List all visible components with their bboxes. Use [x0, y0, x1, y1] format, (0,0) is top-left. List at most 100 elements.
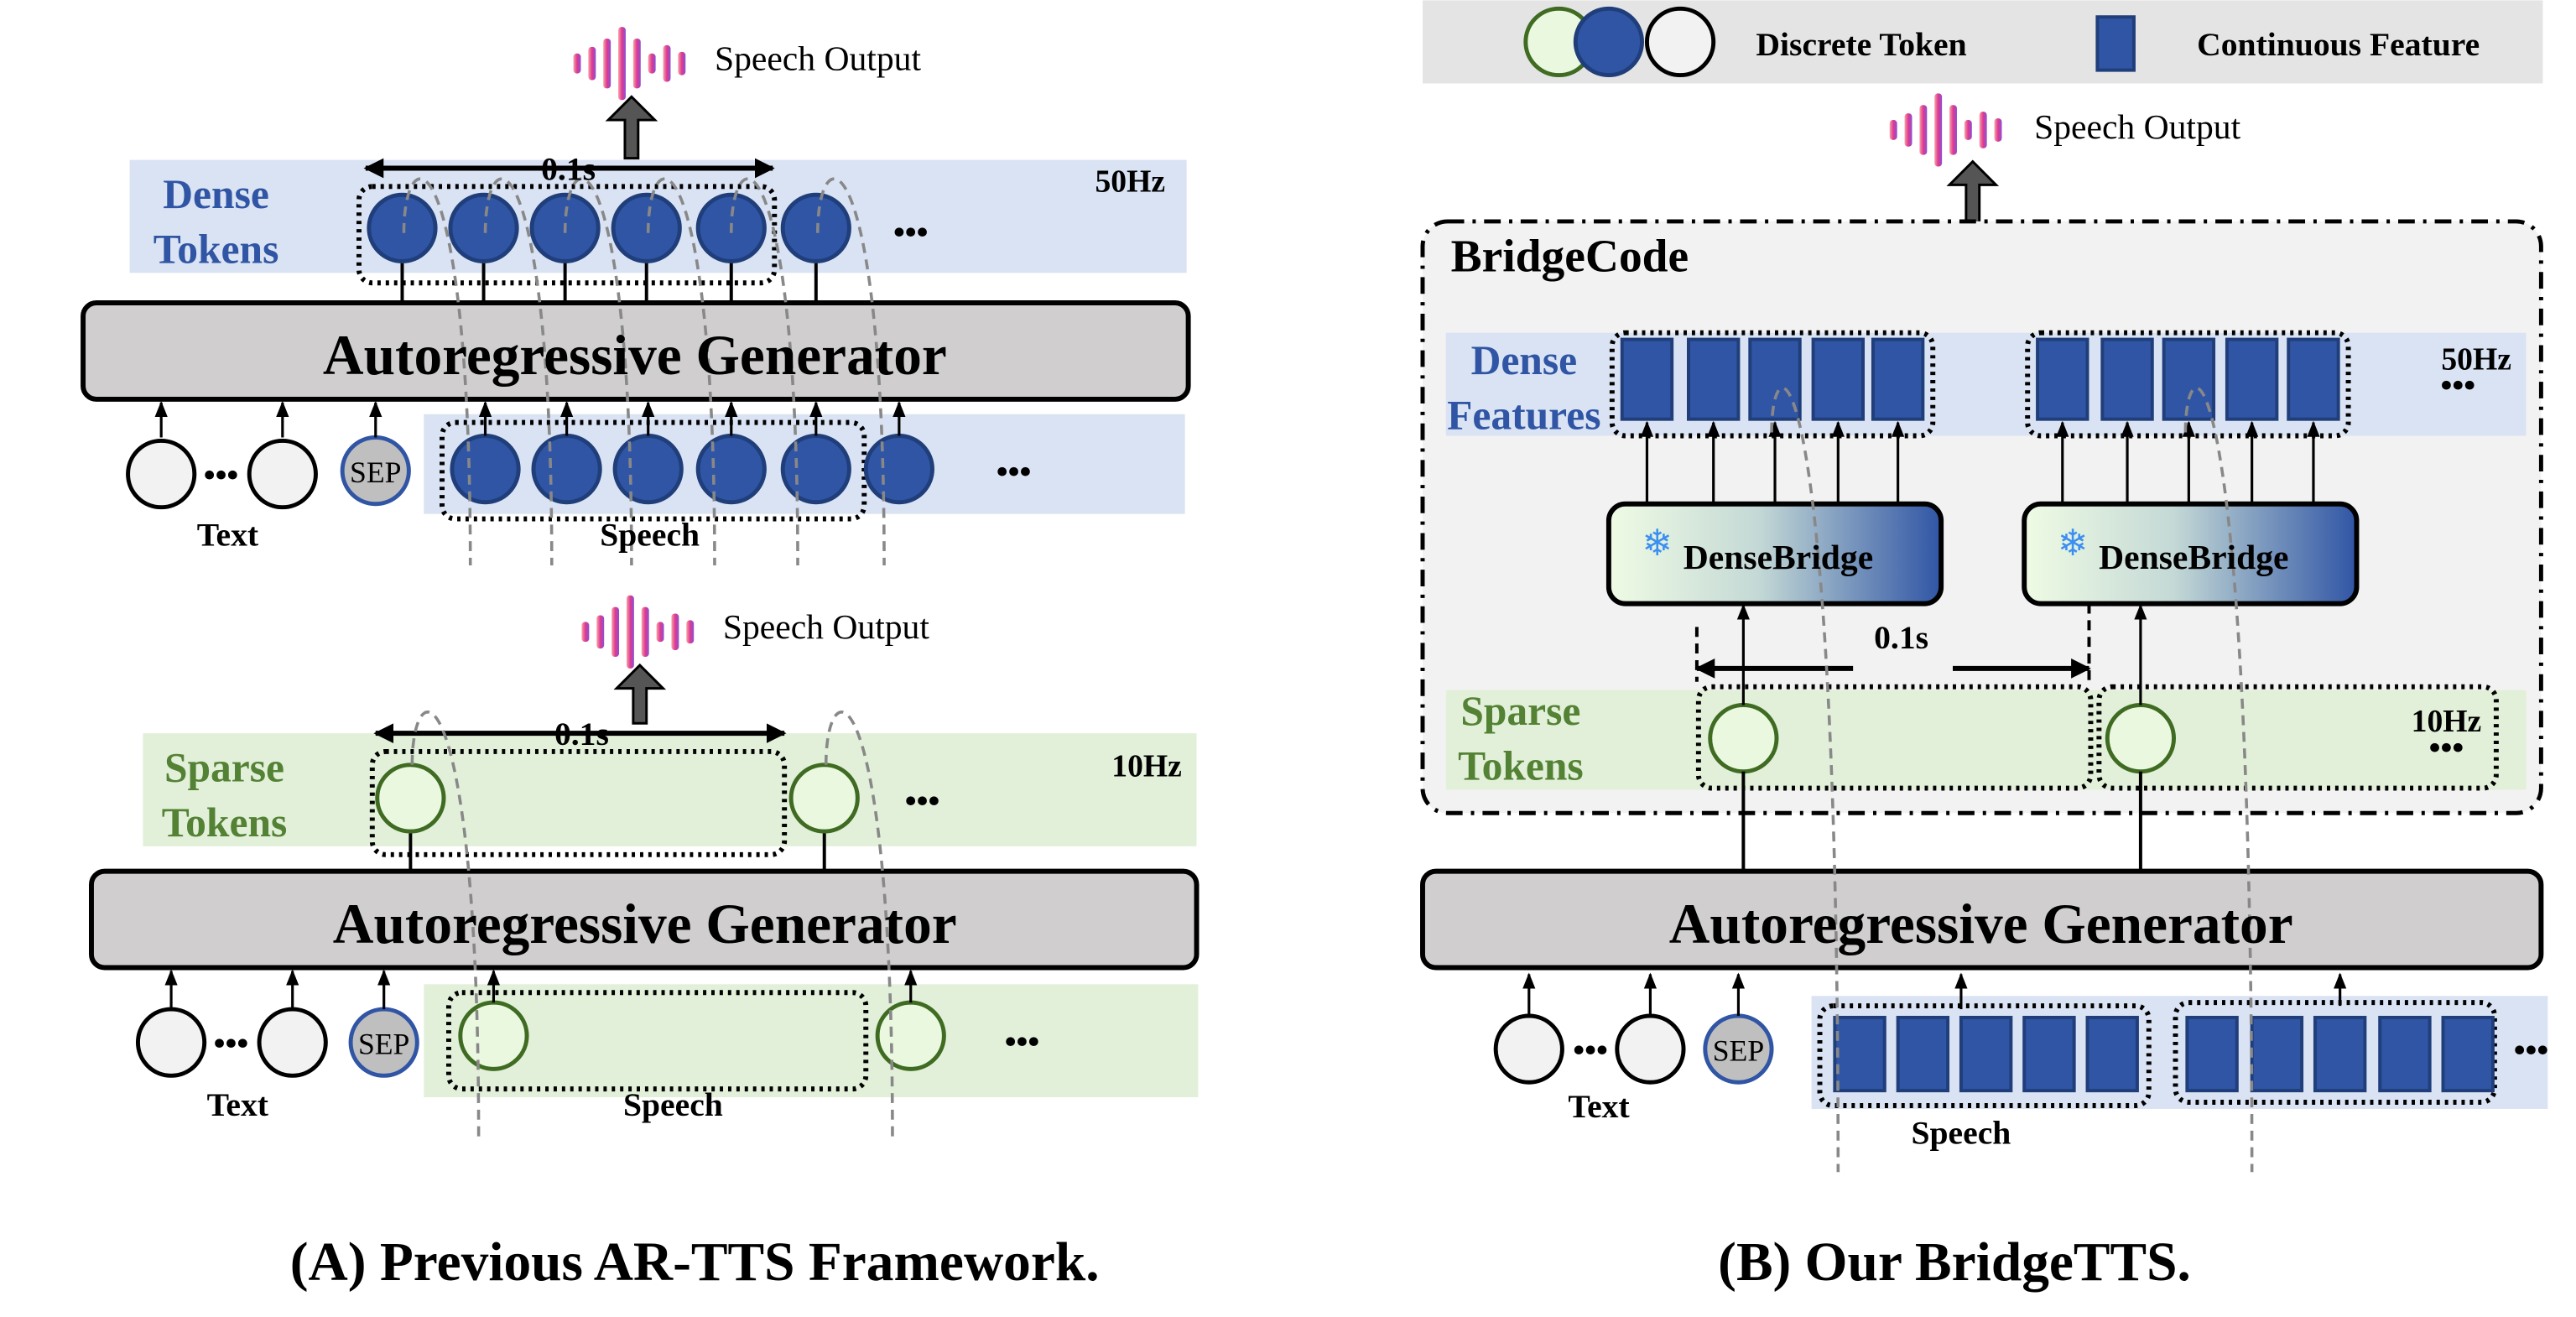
- dense-feature: [1620, 337, 1674, 421]
- speech-wave-icon: [641, 606, 649, 658]
- dense-token: [1573, 6, 1644, 78]
- generator-label: Autoregressive Generator: [333, 893, 957, 955]
- autoregressive-loop: [816, 177, 886, 566]
- text-token: [1644, 6, 1716, 78]
- speech-wave-icon: [671, 613, 679, 651]
- dense-feature: [2225, 337, 2279, 421]
- legend-continuous-feature-swatch: [2095, 15, 2136, 72]
- text-token: [126, 438, 197, 510]
- sparse-tokens-label-1: Sparse: [1460, 688, 1580, 734]
- ellipsis: •••: [2429, 729, 2464, 766]
- text-token: [135, 1007, 207, 1078]
- densebridge-label: DenseBridge: [1684, 538, 1873, 576]
- dense-feature: [1871, 337, 1925, 421]
- speech-feature: [1896, 1015, 1950, 1093]
- dense-token: [695, 434, 767, 505]
- speech-feature: [1833, 1015, 1886, 1093]
- speech-label: Speech: [1912, 1115, 2011, 1152]
- dotted-group-box: [1817, 1003, 2152, 1108]
- autoregressive-loop: [1770, 386, 1840, 1173]
- caption-b: (B) Our BridgeTTS.: [1718, 1232, 2191, 1293]
- dense-tokens-label-2: Tokens: [154, 226, 279, 272]
- speech-output-label: Speech Output: [723, 607, 929, 646]
- autoregressive-loop: [729, 177, 799, 566]
- text-label: Text: [207, 1086, 269, 1123]
- speech-wave-icon: [686, 620, 695, 644]
- generator-label: Autoregressive Generator: [1669, 893, 2293, 955]
- speech-wave-icon: [581, 622, 590, 643]
- autoregressive-generator: [81, 300, 1191, 402]
- sparse-tokens-label-1: Sparse: [164, 745, 284, 791]
- autoregressive-generator: [88, 868, 1200, 971]
- speech-feature: [2441, 1015, 2495, 1093]
- autoregressive-loop: [402, 177, 472, 566]
- dense-feature: [2162, 337, 2216, 421]
- sep-label: SEP: [358, 1028, 409, 1061]
- dense-token: [450, 434, 521, 505]
- dense-features-label-2: Features: [1447, 393, 1600, 439]
- dense-token: [611, 192, 682, 263]
- autoregressive-loop: [410, 711, 481, 1139]
- speech-wave-icon: [1994, 118, 2002, 142]
- dotted-group-box: [2096, 684, 2499, 791]
- dense-feature: [1687, 337, 1741, 421]
- sparse-token: [458, 1000, 529, 1071]
- dense-feature: [2036, 337, 2089, 421]
- dense-feature-band: [1445, 332, 2527, 436]
- densebridge-module: [1605, 501, 1944, 606]
- dense-feature: [1811, 337, 1866, 421]
- densebridge-label: DenseBridge: [2099, 538, 2288, 576]
- sparse-token: [875, 1000, 946, 1071]
- legend-continuous-label: Continuous Feature: [2197, 26, 2480, 63]
- speech-feature: [2085, 1015, 2139, 1093]
- autoregressive-generator: [1420, 868, 2544, 971]
- text-label: Text: [197, 516, 259, 553]
- dense-token: [448, 192, 519, 263]
- dense-tokens-label-1: Dense: [163, 171, 269, 217]
- speech-label: Speech: [623, 1086, 723, 1123]
- speech-feature: [1959, 1015, 2013, 1093]
- speech-wave-icon: [618, 27, 626, 101]
- ellipsis: •••: [905, 782, 940, 819]
- speech-output-label: Speech Output: [715, 39, 921, 78]
- snowflake-icon: ❄: [2058, 523, 2089, 564]
- dense-rate: 50Hz: [2441, 341, 2511, 377]
- speech-wave-icon: [1919, 105, 1928, 155]
- bridgecode-title: BridgeCode: [1451, 230, 1689, 281]
- sep-label: SEP: [1713, 1033, 1764, 1067]
- ellipsis: •••: [2441, 367, 2476, 403]
- dense-feature: [1748, 337, 1802, 421]
- speech-feature: [2022, 1015, 2076, 1093]
- sparse-token: [2105, 702, 2177, 774]
- dense-rate: 50Hz: [1095, 164, 1165, 199]
- caption-a: (A) Previous AR-TTS Framework.: [290, 1232, 1100, 1293]
- sparse-token: [788, 763, 860, 834]
- speech-feature: [2250, 1015, 2304, 1093]
- dense-feature: [2287, 337, 2340, 421]
- text-token: [1493, 1013, 1564, 1085]
- autoregressive-loop: [483, 177, 554, 566]
- sparse-rate: 10Hz: [2412, 704, 2482, 739]
- speech-wave-icon: [1964, 120, 1972, 140]
- ellipsis: •••: [204, 456, 239, 493]
- speech-wave-icon: [596, 615, 605, 649]
- speech-wave-icon: [632, 38, 641, 89]
- interval-label: 0.1s: [541, 150, 596, 187]
- speech-output-label: Speech Output: [2034, 107, 2240, 146]
- ellipsis: •••: [2514, 1031, 2549, 1068]
- output-arrow: [613, 663, 667, 725]
- speech-wave-icon: [1934, 93, 1943, 167]
- speech-wave-icon: [1889, 120, 1897, 140]
- speech-input-band: [424, 984, 1199, 1098]
- speech-wave-icon: [678, 51, 686, 75]
- dotted-group-box: [356, 184, 778, 286]
- autoregressive-loop: [563, 177, 633, 566]
- dense-token: [780, 434, 851, 505]
- speech-feature: [2378, 1015, 2432, 1093]
- dotted-group-box: [369, 748, 788, 857]
- autoregressive-loop: [824, 711, 894, 1139]
- ellipsis: •••: [893, 214, 929, 251]
- sparse-token-band: [1445, 690, 2527, 790]
